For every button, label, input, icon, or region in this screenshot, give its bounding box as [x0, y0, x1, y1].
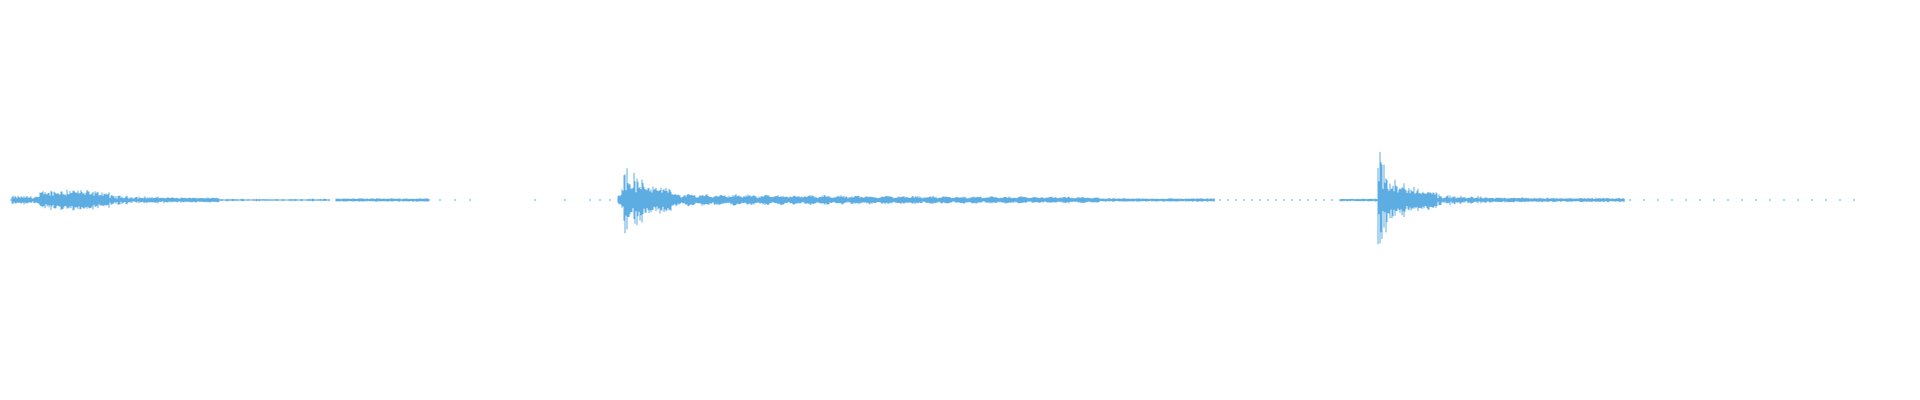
- waveform-signal: [11, 151, 1625, 245]
- waveform-silence-ticks: [229, 199, 1855, 201]
